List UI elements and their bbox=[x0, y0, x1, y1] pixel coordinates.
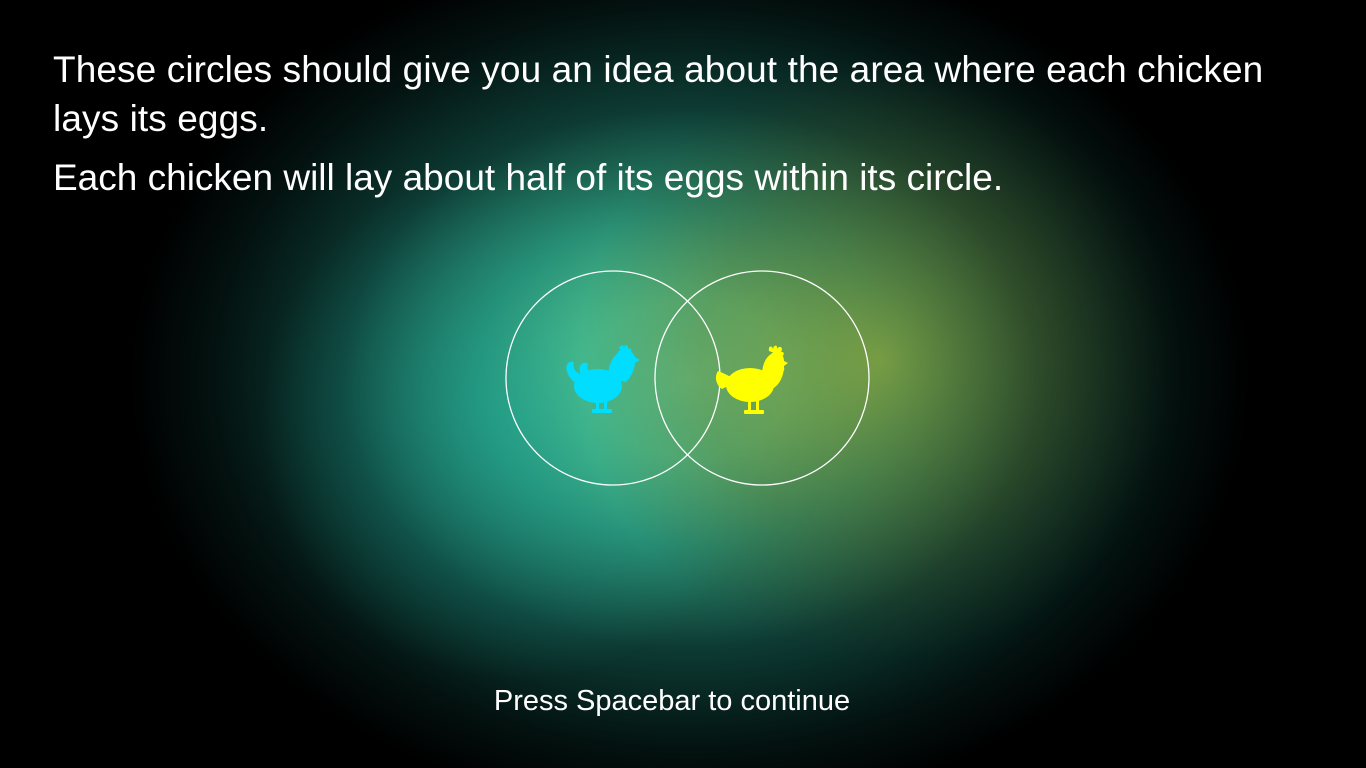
instructions: These circles should give you an idea ab… bbox=[53, 45, 1313, 202]
yellow-chicken-icon bbox=[715, 345, 788, 414]
instruction-text-1: These circles should give you an idea ab… bbox=[53, 49, 1264, 139]
cyan-chicken-icon bbox=[566, 345, 640, 413]
continue-prompt: Press Spacebar to continue bbox=[493, 685, 851, 717]
instruction-text-2: Each chicken will lay about half of its … bbox=[53, 157, 1004, 198]
yellow-chicken-area-circle bbox=[654, 270, 870, 486]
